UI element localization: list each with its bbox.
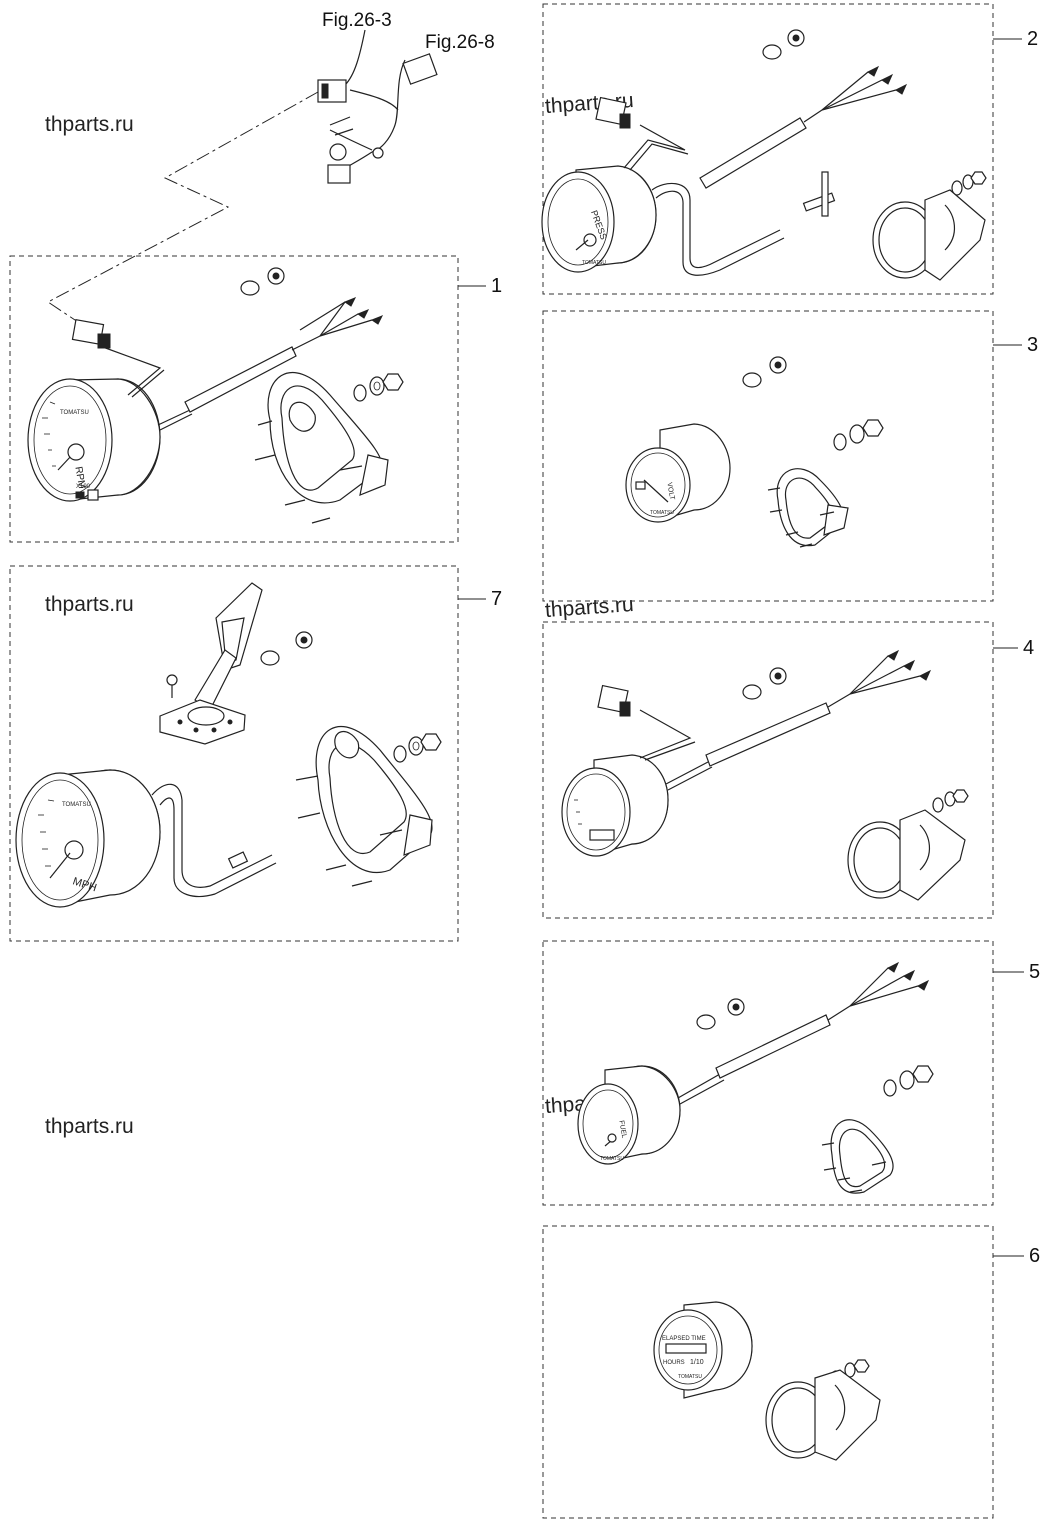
assembly-box-5 [542, 940, 994, 1206]
callout-2: 2 [1027, 28, 1039, 50]
fuel-label: FUEL [617, 1120, 627, 1139]
watermark: thparts.ru [45, 593, 134, 616]
temperature-gauge-assembly [561, 649, 969, 901]
volt-label: VOLT [665, 482, 675, 501]
hour-meter-decimal: 1/10 [690, 1359, 704, 1366]
speedo-brand-label: TOMATSU [62, 802, 91, 808]
fuel-brand-label: TOMATSU [600, 1156, 624, 1162]
assembly-box-6 [542, 1225, 994, 1519]
voltmeter-assembly: VOLT TOMATSU [625, 356, 884, 548]
connection-line [47, 91, 319, 323]
wire-harness [317, 29, 438, 184]
assembly-box-3 [542, 310, 994, 602]
speedometer-assembly: TOMATSU MPH [15, 582, 442, 908]
reference-fig-26-8: Fig.26-8 [425, 32, 495, 53]
pressure-gauge-assembly: PRESS TOMATSU [541, 29, 987, 281]
callout-7: 7 [491, 588, 503, 610]
callout-1: 1 [491, 275, 503, 297]
tachometer-assembly: TOMATSU RPM X100 [27, 267, 404, 524]
hour-meter-brand-label: TOMATSU [678, 1374, 702, 1380]
pressure-brand-label: TOMATSU [582, 260, 606, 266]
callout-5: 5 [1029, 961, 1041, 983]
hour-meter-title: ELAPSED TIME [662, 1336, 706, 1342]
tach-brand-label: TOMATSU [60, 410, 89, 416]
watermark: thparts.ru [45, 113, 134, 136]
reference-fig-26-3: Fig.26-3 [322, 10, 392, 31]
assembly-box-7 [9, 565, 459, 942]
callout-3: 3 [1027, 334, 1039, 356]
fuel-gauge-assembly: FUEL TOMATSU [577, 961, 934, 1194]
callout-4: 4 [1023, 637, 1035, 659]
callout-6: 6 [1029, 1245, 1041, 1267]
watermark: thparts.ru [45, 1115, 134, 1138]
assembly-box-4 [542, 621, 994, 919]
hour-meter-assembly: ELAPSED TIME HOURS 1/10 TOMATSU [653, 1301, 881, 1461]
hour-meter-unit: HOURS [663, 1360, 685, 1366]
tach-rpm-label: RPM [72, 466, 87, 490]
volt-brand-label: TOMATSU [650, 510, 674, 516]
assembly-box-1 [9, 255, 459, 543]
tach-multiplier-label: X100 [76, 484, 91, 490]
assembly-box-2 [542, 3, 994, 295]
